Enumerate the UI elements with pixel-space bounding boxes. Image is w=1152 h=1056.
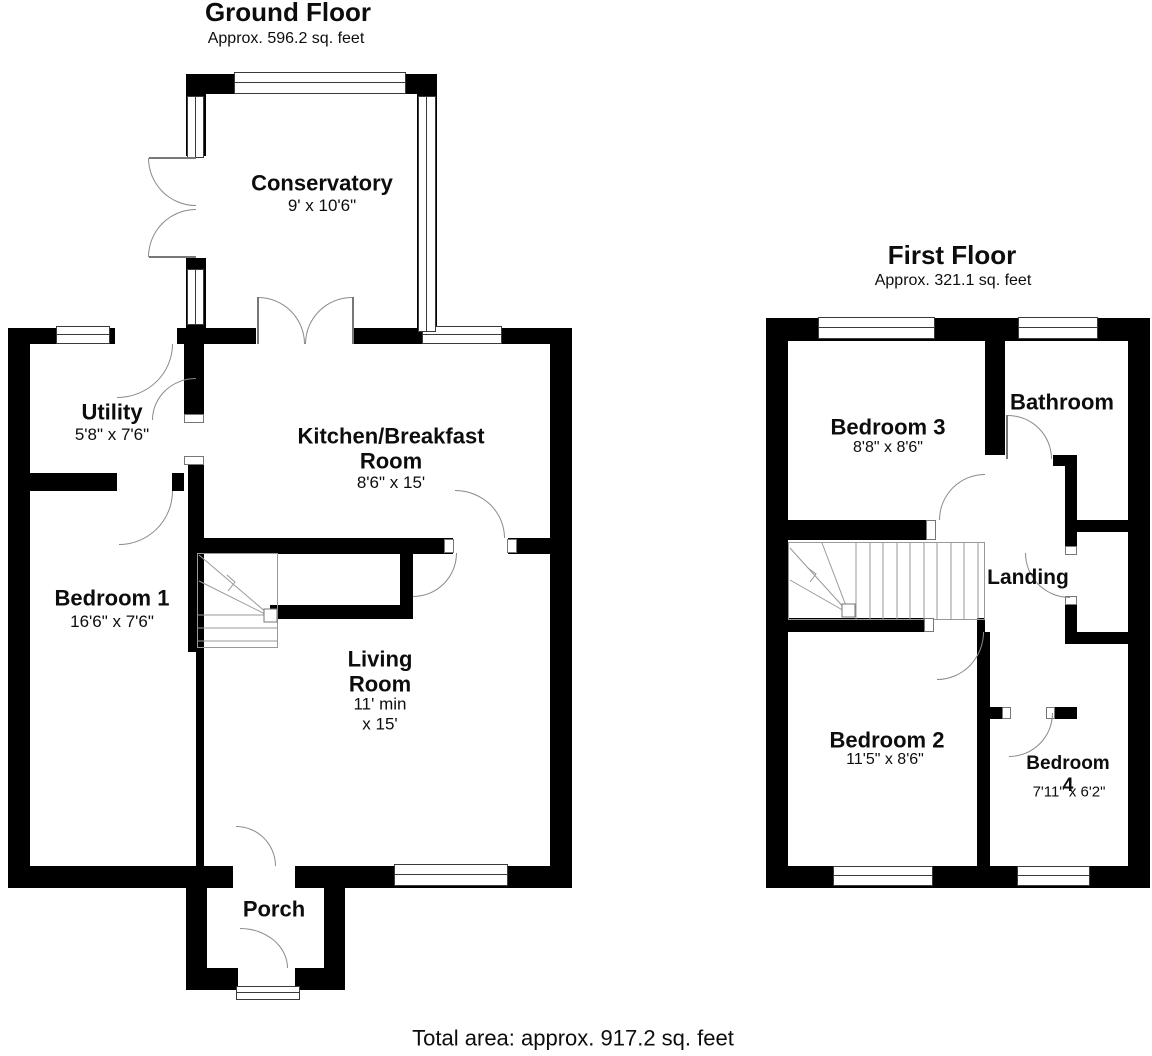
door-opening [933,618,977,632]
door-jamb [1065,546,1077,555]
door-leaf [1006,415,1008,459]
wall [766,866,1150,888]
door-threshold [236,986,300,1000]
door-arc [258,297,305,344]
stairs [197,553,278,648]
door-opening [184,420,204,462]
wall [1128,318,1150,888]
door-leaf [352,297,354,344]
door-arc [148,158,196,206]
door-arc [119,491,173,545]
door-opening [238,968,295,990]
room-label-conservatory: Conservatory [251,170,393,196]
door-jamb [507,539,517,553]
window [1018,317,1098,339]
window [422,326,502,344]
first-floor-title: First Floor [887,240,1017,271]
room-label-bedroom1: Bedroom 1 [54,585,170,611]
wall [977,632,990,866]
door-opening [233,866,295,888]
door-opening [115,328,177,344]
wall [188,462,204,652]
window [1017,866,1090,886]
stairs [788,542,985,620]
room-label-bedroom3: Bedroom 3 [830,414,946,440]
room-label-bathroom: Bathroom [1010,389,1114,415]
first-floor-area: Approx. 321.1 sq. feet [874,271,1032,289]
door-opening [453,538,508,554]
room-dims-kitchen: 8'6" x 15' [356,473,426,493]
wall [1077,632,1128,644]
window [833,866,933,886]
window [418,96,436,332]
door-arc [152,378,196,420]
wall [550,328,572,888]
room-dims-utility: 5'8" x 7'6" [74,425,150,445]
room-label-bedroom4: Bedroom 4 [1026,753,1110,796]
wall [8,328,30,888]
wall [1065,598,1077,644]
room-dims-living-room: 11' min x 15' [353,694,407,733]
wall [985,341,1005,455]
door-arc [1008,415,1052,459]
wall [766,318,788,888]
door-leaf [257,297,259,344]
total-area-note: Total area: approx. 917.2 sq. feet [412,1025,734,1051]
door-jamb [924,618,934,632]
wall [400,553,413,609]
window [56,326,110,344]
window [394,864,508,886]
room-dims-bedroom3: 8'8" x 8'6" [853,438,923,456]
ground-floor-area: Approx. 596.2 sq. feet [207,29,365,47]
window [187,269,204,325]
wall [324,866,345,990]
door-arc [236,826,276,866]
door-arc [455,490,505,538]
window [818,317,935,339]
wall [1077,520,1128,532]
ground-floor-title: Ground Floor [204,0,372,28]
room-label-kitchen: Kitchen/Breakfast Room [297,423,485,474]
door-arc [939,474,985,520]
room-dims-bedroom1: 16'6" x 7'6" [70,612,154,632]
wall [1065,455,1077,553]
door-jamb [444,539,454,553]
door-arc [413,553,457,597]
door-opening [117,473,172,491]
wall [270,605,413,619]
door-jamb [184,456,204,465]
room-dims-bedroom4: 7'11" x 6'2" [1032,783,1106,801]
door-opening [935,520,985,540]
door-leaf [149,157,196,159]
door-jamb [1065,596,1077,605]
door-arc [240,928,288,968]
wall [196,652,204,866]
window [234,72,406,94]
door-arc [1009,713,1053,757]
room-label-landing: Landing [987,565,1069,589]
door-arc [148,209,196,257]
door-leaf [149,256,196,258]
room-label-utility: Utility [81,399,143,425]
door-arc [305,297,352,344]
room-dims-bedroom2: 11'5" x 8'6" [846,750,924,768]
room-label-porch: Porch [242,896,306,922]
room-label-living-room: Living Room [347,646,413,697]
wall [186,866,207,990]
room-label-bedroom2: Bedroom 2 [829,727,945,753]
window [187,96,204,158]
room-dims-conservatory: 9' x 10'6" [287,196,357,216]
door-jamb [926,520,936,540]
